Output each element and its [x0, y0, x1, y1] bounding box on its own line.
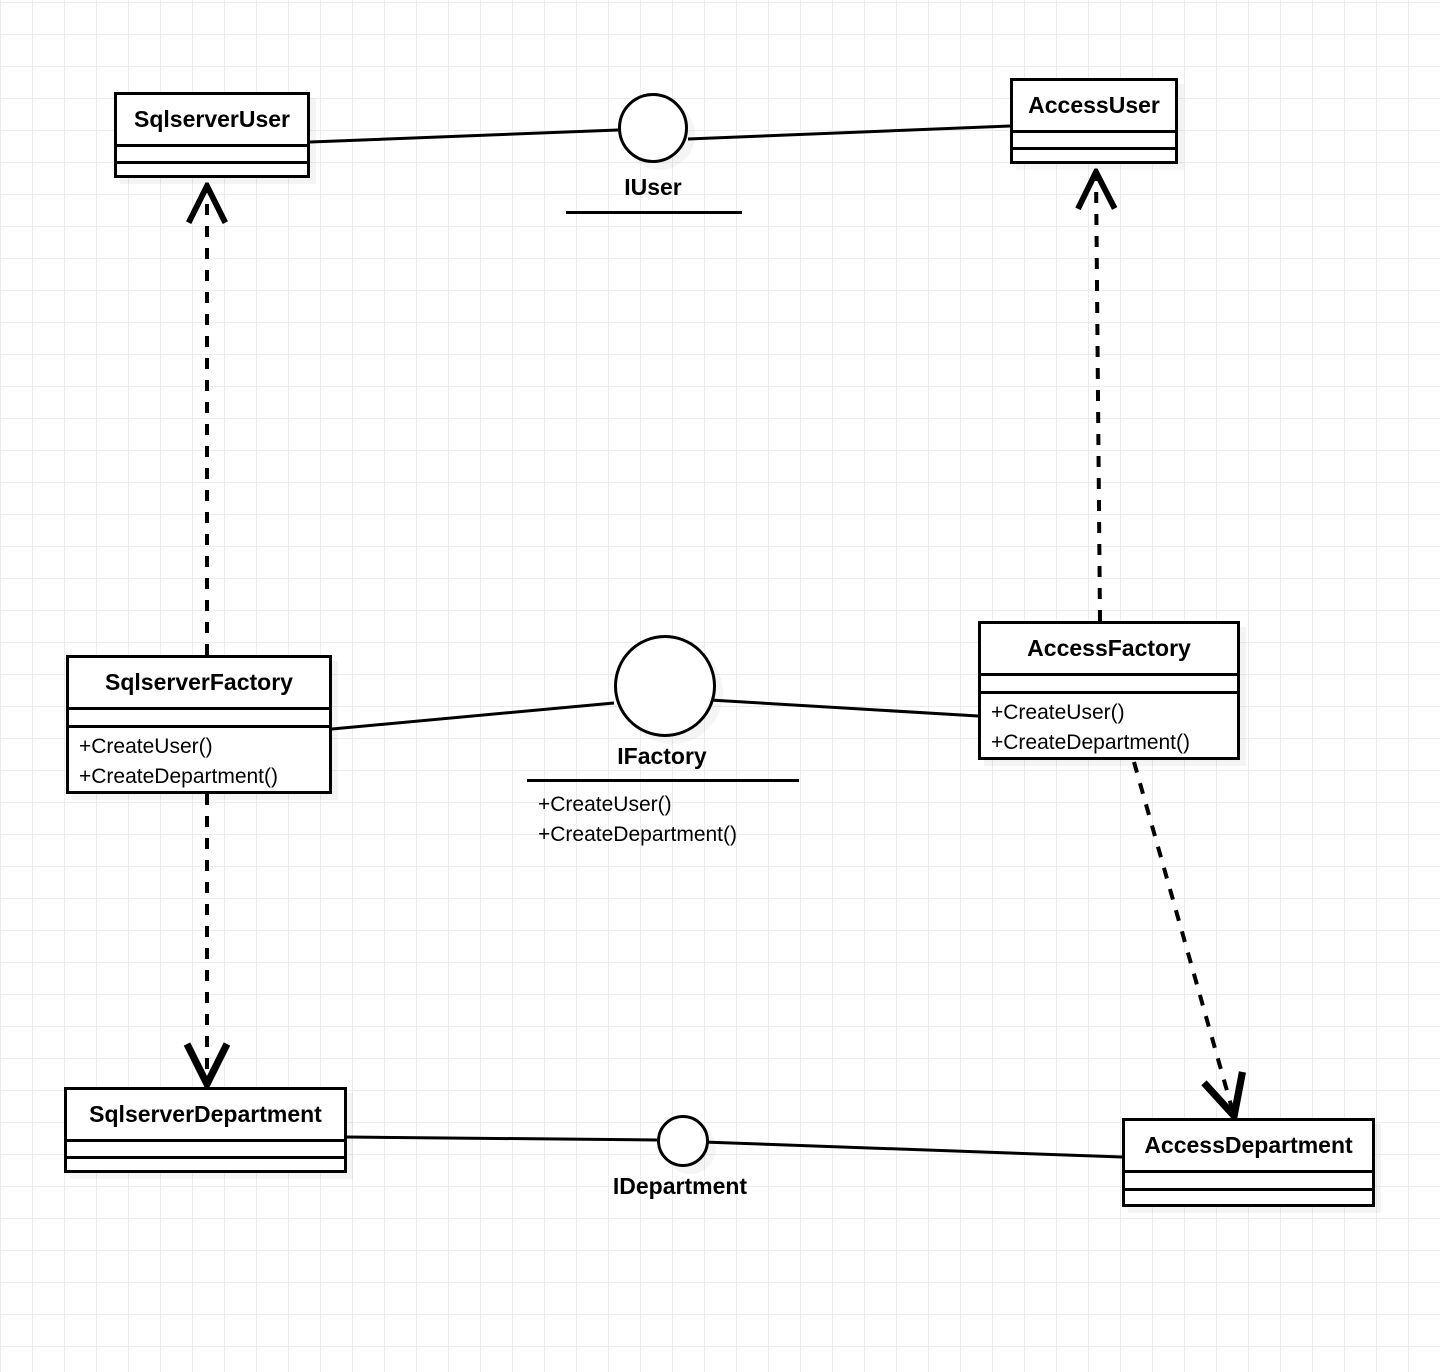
attributes-compartment	[117, 144, 307, 161]
class-name: SqlserverUser	[134, 106, 290, 132]
class-name: SqlserverFactory	[105, 669, 293, 695]
connector-idepartment-accessdepartment	[702, 1140, 1123, 1159]
operations-compartment: +CreateUser() +CreateDepartment()	[69, 725, 329, 799]
class-name: AccessDepartment	[1144, 1132, 1353, 1158]
attributes-compartment	[1125, 1170, 1372, 1188]
interface-operations: +CreateUser() +CreateDepartment()	[538, 790, 868, 850]
connector-sqlserveruser-iuser	[309, 128, 619, 144]
connector-sqlserverdepartment-idepartment	[346, 1135, 658, 1142]
attributes-compartment	[67, 1139, 344, 1156]
operation-createuser: +CreateUser()	[538, 793, 672, 816]
operations-compartment: +CreateUser() +CreateDepartment()	[981, 691, 1237, 765]
interface-label: IUser	[624, 174, 682, 200]
class-box-sqlserver-user[interactable]: SqlserverUser	[114, 92, 310, 178]
attributes-compartment	[1013, 130, 1175, 147]
operation-createuser: +CreateUser()	[991, 701, 1125, 724]
class-box-access-department[interactable]: AccessDepartment	[1122, 1118, 1375, 1207]
realization-accessfactory-accessuser	[1096, 172, 1100, 622]
connector-iuser-accessuser	[687, 124, 1011, 141]
connector-ifactory-accessfactory	[709, 698, 979, 718]
attributes-compartment	[69, 707, 329, 725]
class-box-sqlserver-department[interactable]: SqlserverDepartment	[64, 1087, 347, 1173]
interface-label: IDepartment	[612, 1173, 748, 1199]
operations-compartment	[1013, 147, 1175, 164]
operation-createdepartment: +CreateDepartment()	[538, 822, 737, 846]
class-box-access-user[interactable]: AccessUser	[1010, 78, 1178, 164]
class-name: AccessFactory	[1027, 635, 1191, 661]
operation-createdepartment: +CreateDepartment()	[991, 730, 1190, 754]
operations-compartment	[117, 161, 307, 178]
class-name: SqlserverDepartment	[89, 1101, 322, 1127]
class-box-access-factory[interactable]: AccessFactory +CreateUser() +CreateDepar…	[978, 621, 1240, 760]
interface-circle-icon	[657, 1115, 709, 1167]
interface-circle-icon	[618, 93, 688, 163]
interface-label: IFactory	[617, 743, 707, 769]
interface-circle-icon	[614, 635, 716, 737]
connector-sqlserverfactory-ifactory	[331, 701, 615, 731]
class-name: AccessUser	[1028, 92, 1160, 118]
operation-createuser: +CreateUser()	[79, 735, 213, 758]
class-box-sqlserver-factory[interactable]: SqlserverFactory +CreateUser() +CreateDe…	[66, 655, 332, 794]
interface-separator	[527, 779, 799, 782]
dependency-accessfactory-accessdepartment	[1132, 761, 1233, 1112]
interface-separator	[566, 211, 742, 214]
operation-createdepartment: +CreateDepartment()	[79, 764, 278, 788]
attributes-compartment	[981, 673, 1237, 691]
operations-compartment	[67, 1156, 344, 1173]
operations-compartment	[1125, 1188, 1372, 1206]
